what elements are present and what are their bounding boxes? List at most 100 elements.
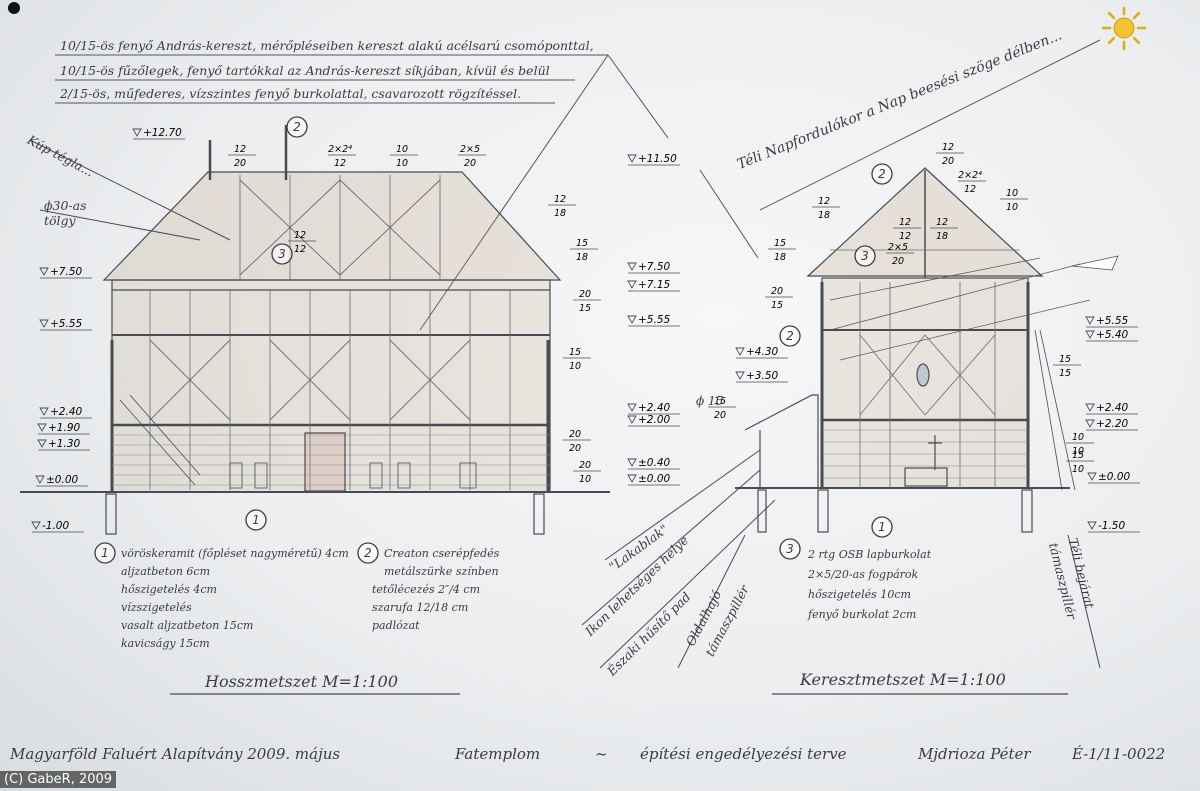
footer-author: Mjdrioza Péter bbox=[918, 745, 1031, 763]
svg-text:2×5: 2×5 bbox=[888, 242, 908, 253]
svg-text:2×5: 2×5 bbox=[460, 144, 480, 155]
legend-2-line-3: szarufa 12/18 cm bbox=[372, 601, 469, 614]
footer-project: Fatemplom bbox=[455, 745, 541, 763]
svg-text:12: 12 bbox=[899, 231, 911, 242]
svg-text:+7.15: +7.15 bbox=[638, 279, 670, 291]
footer-plan: építési engedélyezési terve bbox=[640, 745, 847, 763]
svg-text:+2.20: +2.20 bbox=[1096, 418, 1128, 430]
mid-level-2: +7.15 bbox=[627, 279, 680, 292]
svg-text:20: 20 bbox=[579, 460, 591, 471]
svg-text:1: 1 bbox=[878, 520, 886, 534]
svg-text:20: 20 bbox=[234, 158, 246, 169]
svg-text:20: 20 bbox=[892, 256, 904, 267]
svg-text:20: 20 bbox=[464, 158, 476, 169]
right-size-7: 2×520 bbox=[886, 242, 914, 267]
svg-text:12: 12 bbox=[818, 196, 830, 207]
svg-text:15: 15 bbox=[771, 300, 783, 311]
svg-text:2×2⁴: 2×2⁴ bbox=[958, 170, 982, 181]
svg-text:+7.50: +7.50 bbox=[50, 266, 82, 278]
mid-level-7: ±0.00 bbox=[627, 473, 680, 486]
svg-text:12: 12 bbox=[554, 194, 566, 205]
right-level-2: +5.55 bbox=[1085, 315, 1138, 328]
right-level-6: ±0.00 bbox=[1087, 471, 1140, 484]
svg-text:18: 18 bbox=[774, 252, 786, 263]
legend-2-line-2: tetőlécezés 2″/4 cm bbox=[372, 583, 481, 596]
left-size-3: 2×520 bbox=[458, 144, 486, 169]
svg-text:10: 10 bbox=[396, 158, 408, 169]
svg-text:3: 3 bbox=[861, 249, 869, 263]
svg-text:15: 15 bbox=[576, 238, 588, 249]
svg-text:+2.40: +2.40 bbox=[1096, 402, 1128, 414]
mid-level-1: +7.50 bbox=[627, 261, 680, 274]
mid-level-4: +2.40 bbox=[627, 402, 680, 415]
marker-1: 2 bbox=[286, 116, 308, 138]
svg-text:+2.40: +2.40 bbox=[638, 402, 670, 414]
svg-text:±0.00: ±0.00 bbox=[638, 473, 670, 485]
legend-1-line-5: kavicságy 15cm bbox=[121, 637, 210, 650]
svg-text:10: 10 bbox=[396, 144, 408, 155]
left-level-6: ±0.00 bbox=[35, 474, 88, 487]
svg-text:20: 20 bbox=[714, 410, 726, 421]
legend-3-line-3: fenyő burkolat 2cm bbox=[808, 608, 917, 621]
svg-text:10: 10 bbox=[579, 474, 591, 485]
svg-text:20: 20 bbox=[579, 289, 591, 300]
svg-text:+3.50: +3.50 bbox=[746, 370, 778, 382]
legend-3-line-0: 2 rtg OSB lapburkolat bbox=[808, 548, 932, 561]
svg-text:-1.00: -1.00 bbox=[42, 520, 69, 532]
svg-text:18: 18 bbox=[936, 231, 948, 242]
svg-text:2: 2 bbox=[878, 167, 886, 181]
svg-text:15: 15 bbox=[1059, 368, 1071, 379]
svg-text:10: 10 bbox=[1072, 432, 1084, 443]
mid-level-0: +11.50 bbox=[627, 153, 680, 166]
svg-text:2: 2 bbox=[293, 120, 301, 134]
svg-text:+2.40: +2.40 bbox=[50, 406, 82, 418]
svg-text:18: 18 bbox=[576, 252, 588, 263]
svg-text:15: 15 bbox=[1072, 450, 1084, 461]
legend-3-line-2: hőszigetelés 10cm bbox=[808, 588, 911, 601]
svg-text:+7.50: +7.50 bbox=[638, 261, 670, 273]
legend-2-line-0: Creaton cserépfedés bbox=[384, 547, 500, 560]
footer-dash: ~ bbox=[595, 745, 608, 763]
svg-text:±0.00: ±0.00 bbox=[46, 474, 78, 486]
svg-text:1: 1 bbox=[101, 546, 109, 560]
svg-text:12: 12 bbox=[942, 142, 954, 153]
right-level-4: +2.40 bbox=[1085, 402, 1138, 415]
svg-text:3: 3 bbox=[786, 542, 794, 556]
right-level-1: +3.50 bbox=[735, 370, 788, 383]
svg-text:10: 10 bbox=[1072, 464, 1084, 475]
svg-text:10: 10 bbox=[1006, 188, 1018, 199]
svg-text:15: 15 bbox=[569, 347, 581, 358]
legend-1-line-0: vöröskeramit (főpléset nagyméretű) 4cm bbox=[121, 547, 349, 560]
svg-text:+12.70: +12.70 bbox=[143, 127, 182, 139]
svg-text:+5.40: +5.40 bbox=[1096, 329, 1128, 341]
svg-text:10: 10 bbox=[1006, 202, 1018, 213]
svg-text:+5.55: +5.55 bbox=[1096, 315, 1128, 327]
sun-icon bbox=[1101, 6, 1147, 51]
svg-text:2: 2 bbox=[364, 546, 372, 560]
svg-text:+11.50: +11.50 bbox=[638, 153, 677, 165]
longitudinal-section bbox=[20, 125, 610, 535]
mid-level-6: ±0.40 bbox=[627, 457, 680, 470]
svg-text:18: 18 bbox=[554, 208, 566, 219]
mid-level-3: +5.55 bbox=[627, 314, 680, 327]
header-note-3: 2/15-ös, műfederes, vízszintes fenyő bur… bbox=[60, 86, 522, 101]
pin-hole bbox=[8, 2, 20, 14]
marker-2: 3 bbox=[271, 243, 293, 265]
mid-level-5: +2.00 bbox=[627, 414, 680, 427]
right-level-7: -1.50 bbox=[1087, 520, 1140, 533]
legend-2-line-4: padlózat bbox=[372, 619, 420, 632]
svg-text:12: 12 bbox=[936, 217, 948, 228]
legend-1-line-2: hőszigetelés 4cm bbox=[121, 583, 217, 596]
